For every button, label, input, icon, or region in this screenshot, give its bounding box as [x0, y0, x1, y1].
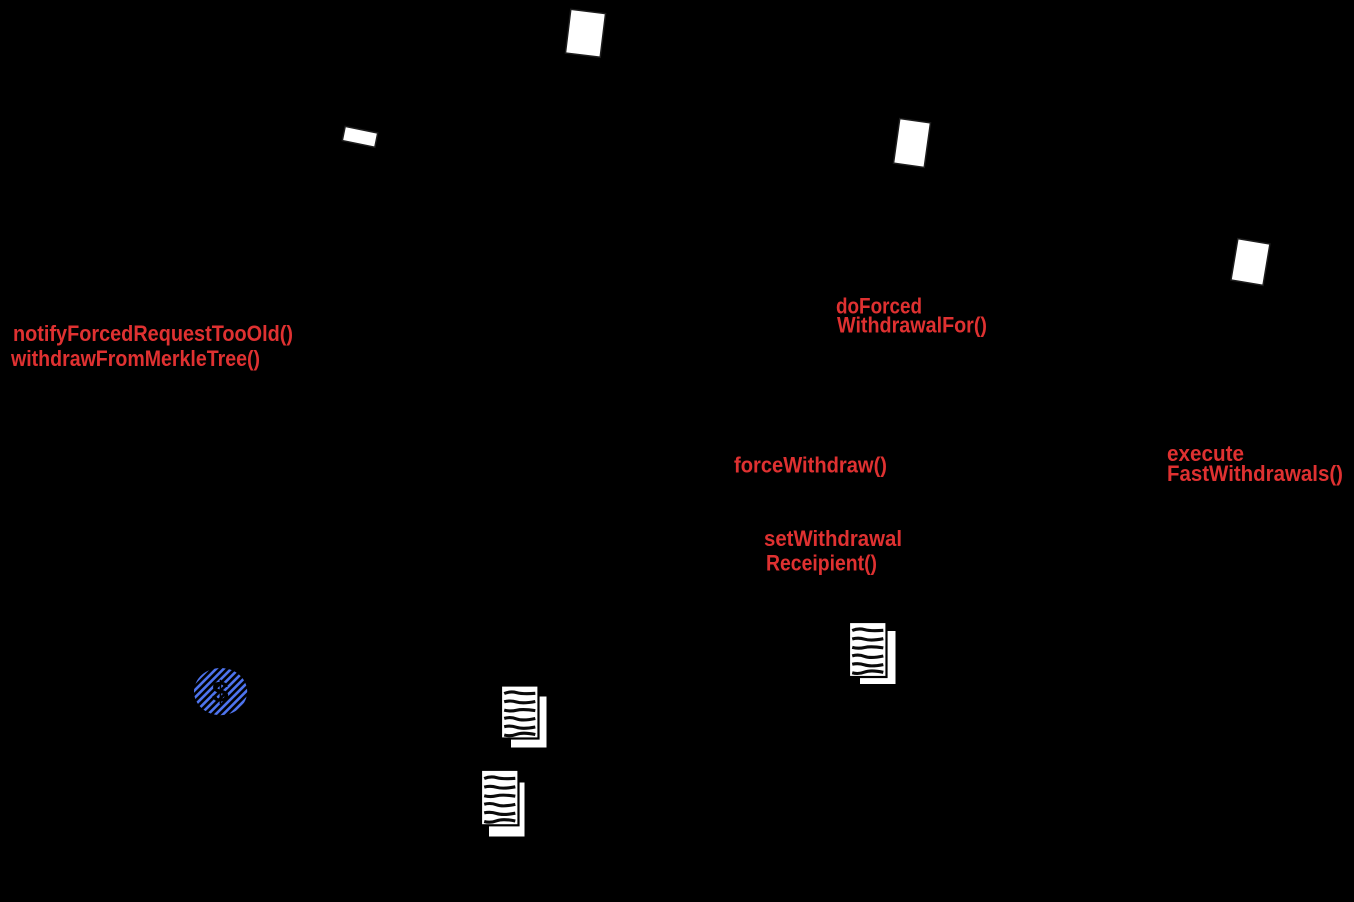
svg-text:FastWithdrawals(): FastWithdrawals(): [1167, 461, 1343, 486]
svg-text:forceWithdraw(): forceWithdraw(): [734, 453, 887, 478]
svg-text:$: $: [212, 676, 229, 709]
svg-text:notifyForcedRequestTooOld(): notifyForcedRequestTooOld(): [13, 321, 293, 346]
svg-text:doForced: doForced: [836, 294, 922, 319]
svg-text:WithdrawalFor(): WithdrawalFor(): [837, 313, 987, 338]
svg-text:execute: execute: [1167, 441, 1244, 466]
svg-text:setWithdrawal: setWithdrawal: [764, 526, 902, 551]
svg-text:withdrawFromMerkleTree(): withdrawFromMerkleTree(): [10, 346, 260, 371]
svg-text:Receipient(): Receipient(): [766, 551, 877, 576]
